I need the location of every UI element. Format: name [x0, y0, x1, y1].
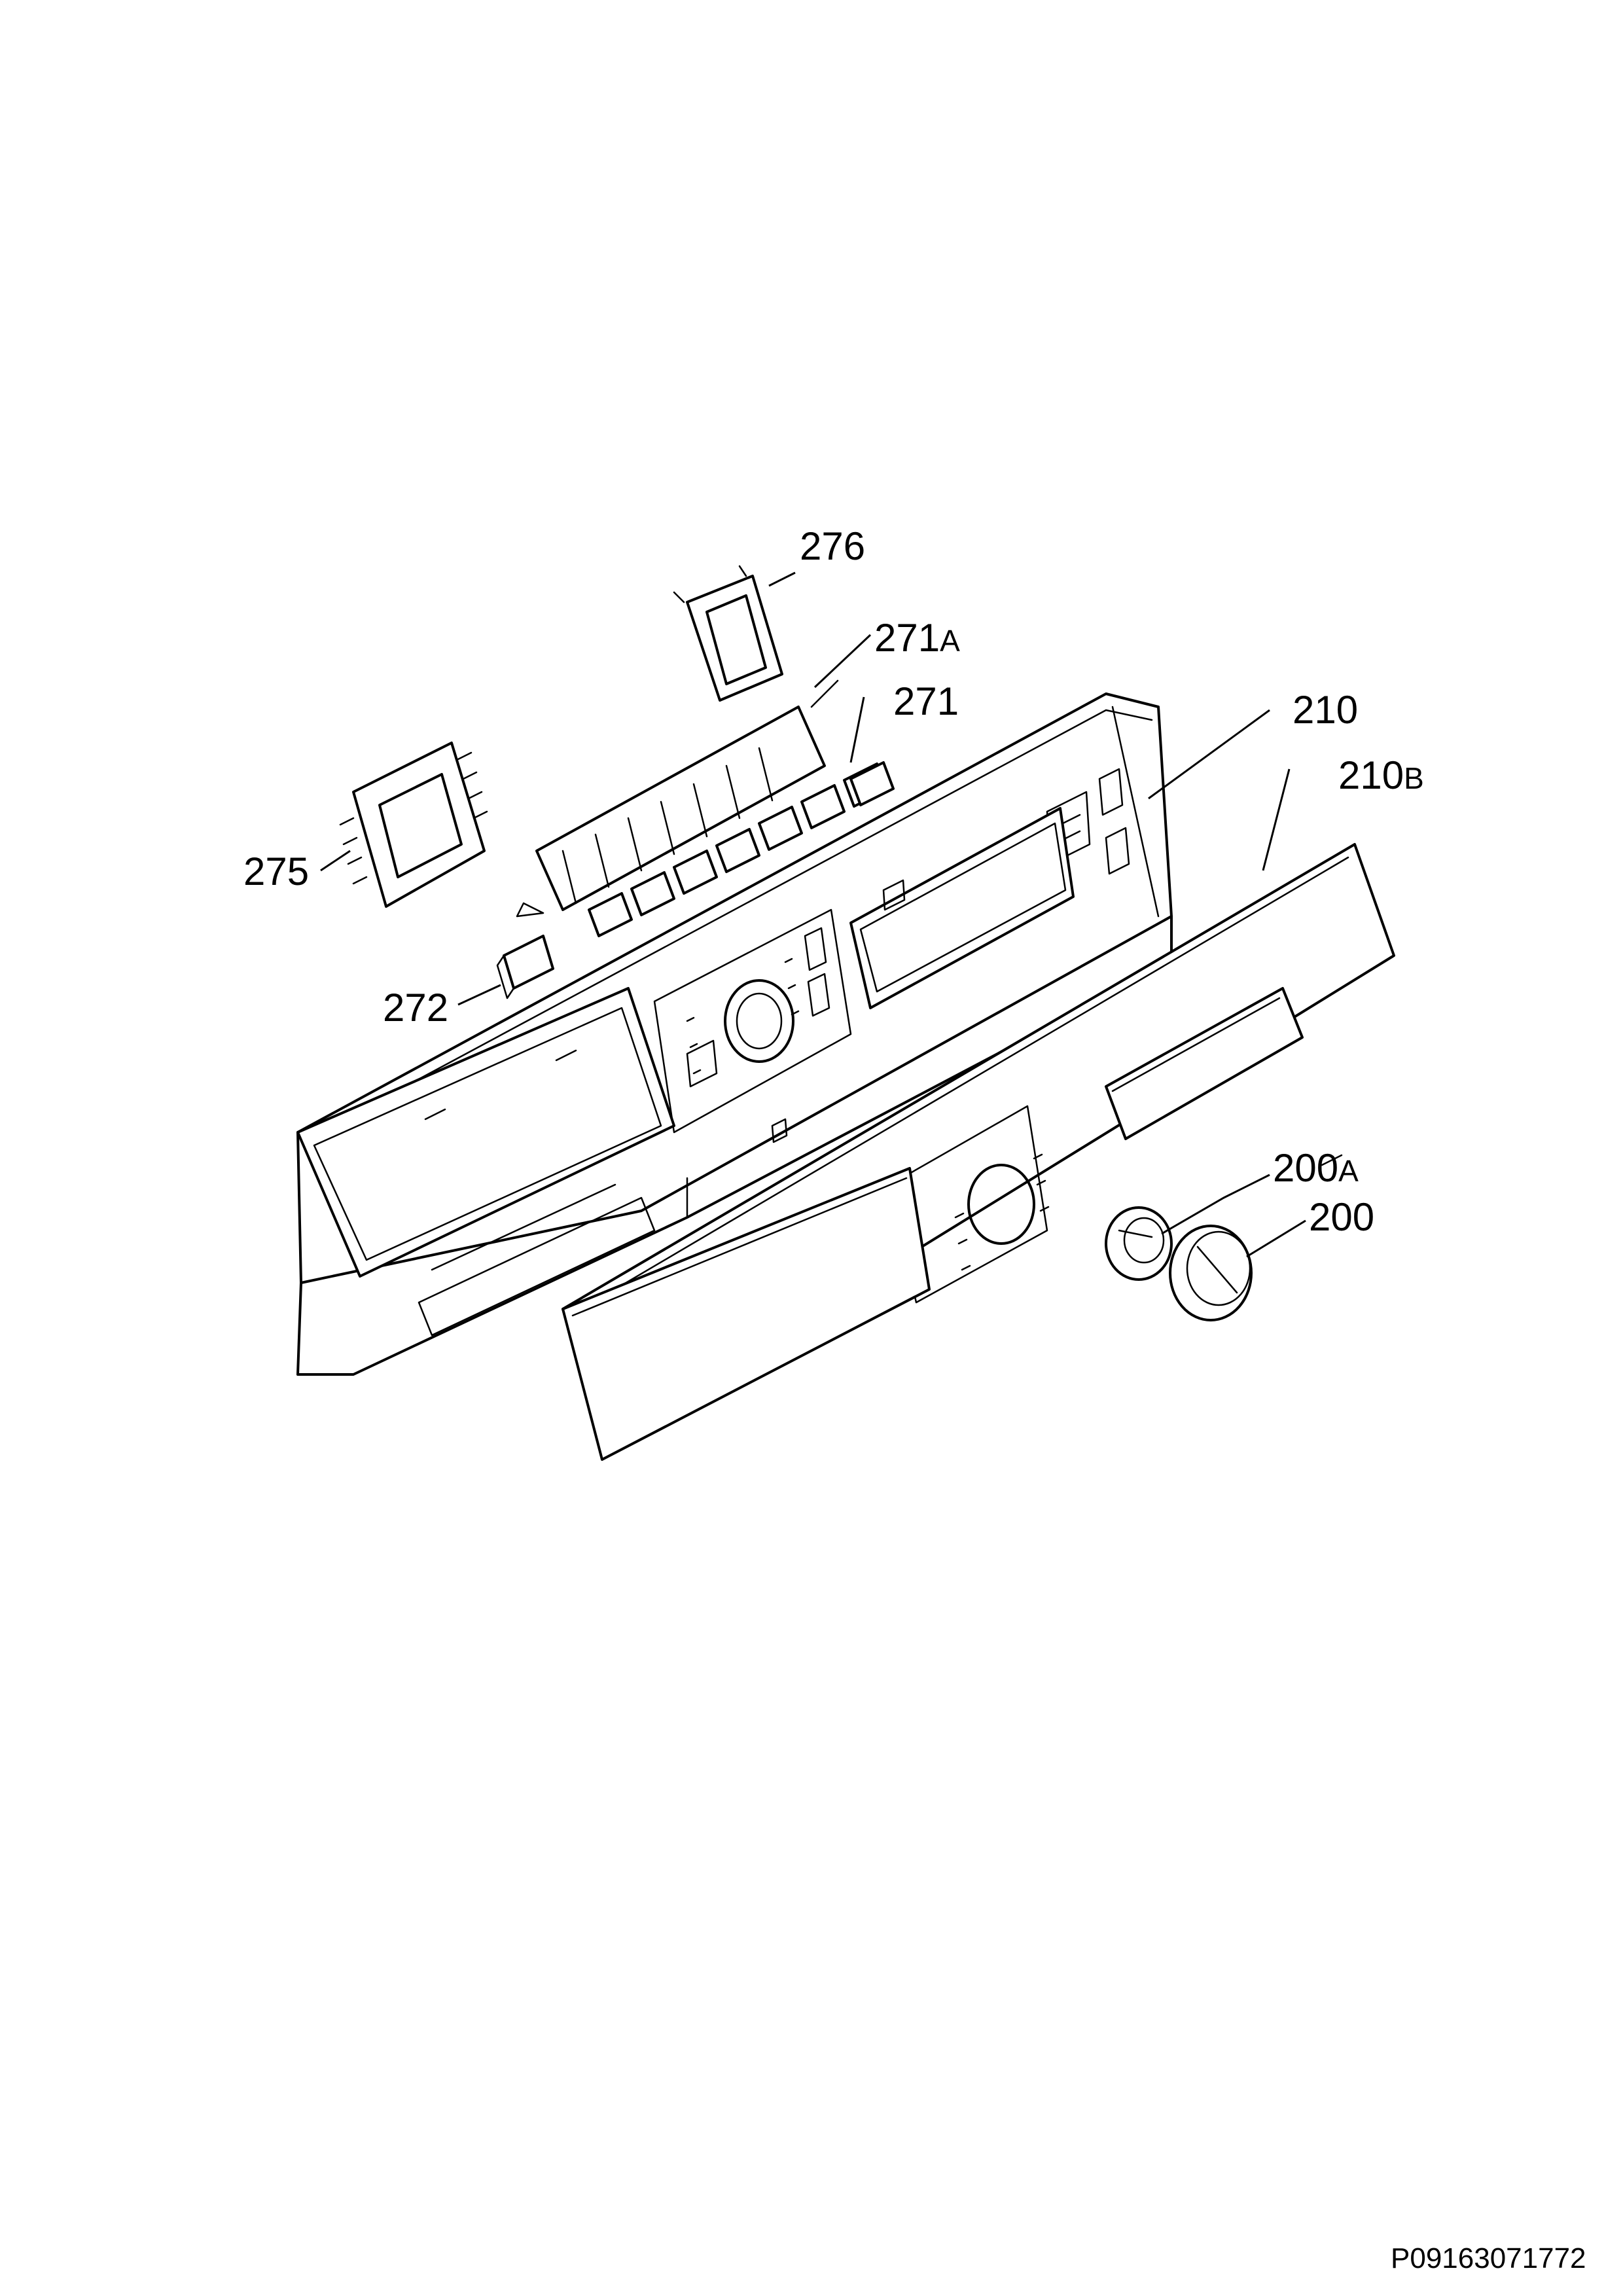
- knob-insert-200a: [1105, 1206, 1173, 1281]
- callout-272: 272: [383, 986, 448, 1030]
- callout-276: 276: [800, 524, 865, 568]
- callout-210: 210: [1293, 688, 1358, 732]
- callout-271: 271: [893, 679, 959, 723]
- control-panel-housing: [296, 692, 1173, 1376]
- light-guide-276: [673, 565, 783, 702]
- push-buttons-271: [588, 761, 895, 937]
- knob-200: [1169, 1225, 1253, 1321]
- button-carrier-271a: [516, 679, 839, 918]
- drawing-code: P09163071772: [1391, 2242, 1586, 2274]
- button-272: [496, 935, 554, 999]
- callout-210b: 210B: [1338, 753, 1424, 797]
- callout-271a: 271A: [874, 616, 960, 660]
- callout-200a: 200A: [1273, 1146, 1359, 1190]
- callout-200: 200: [1309, 1195, 1374, 1239]
- front-trim-panel: [562, 843, 1395, 1461]
- callout-275: 275: [243, 850, 309, 893]
- leader-lines: [320, 571, 1306, 1258]
- frame-275: [339, 742, 488, 908]
